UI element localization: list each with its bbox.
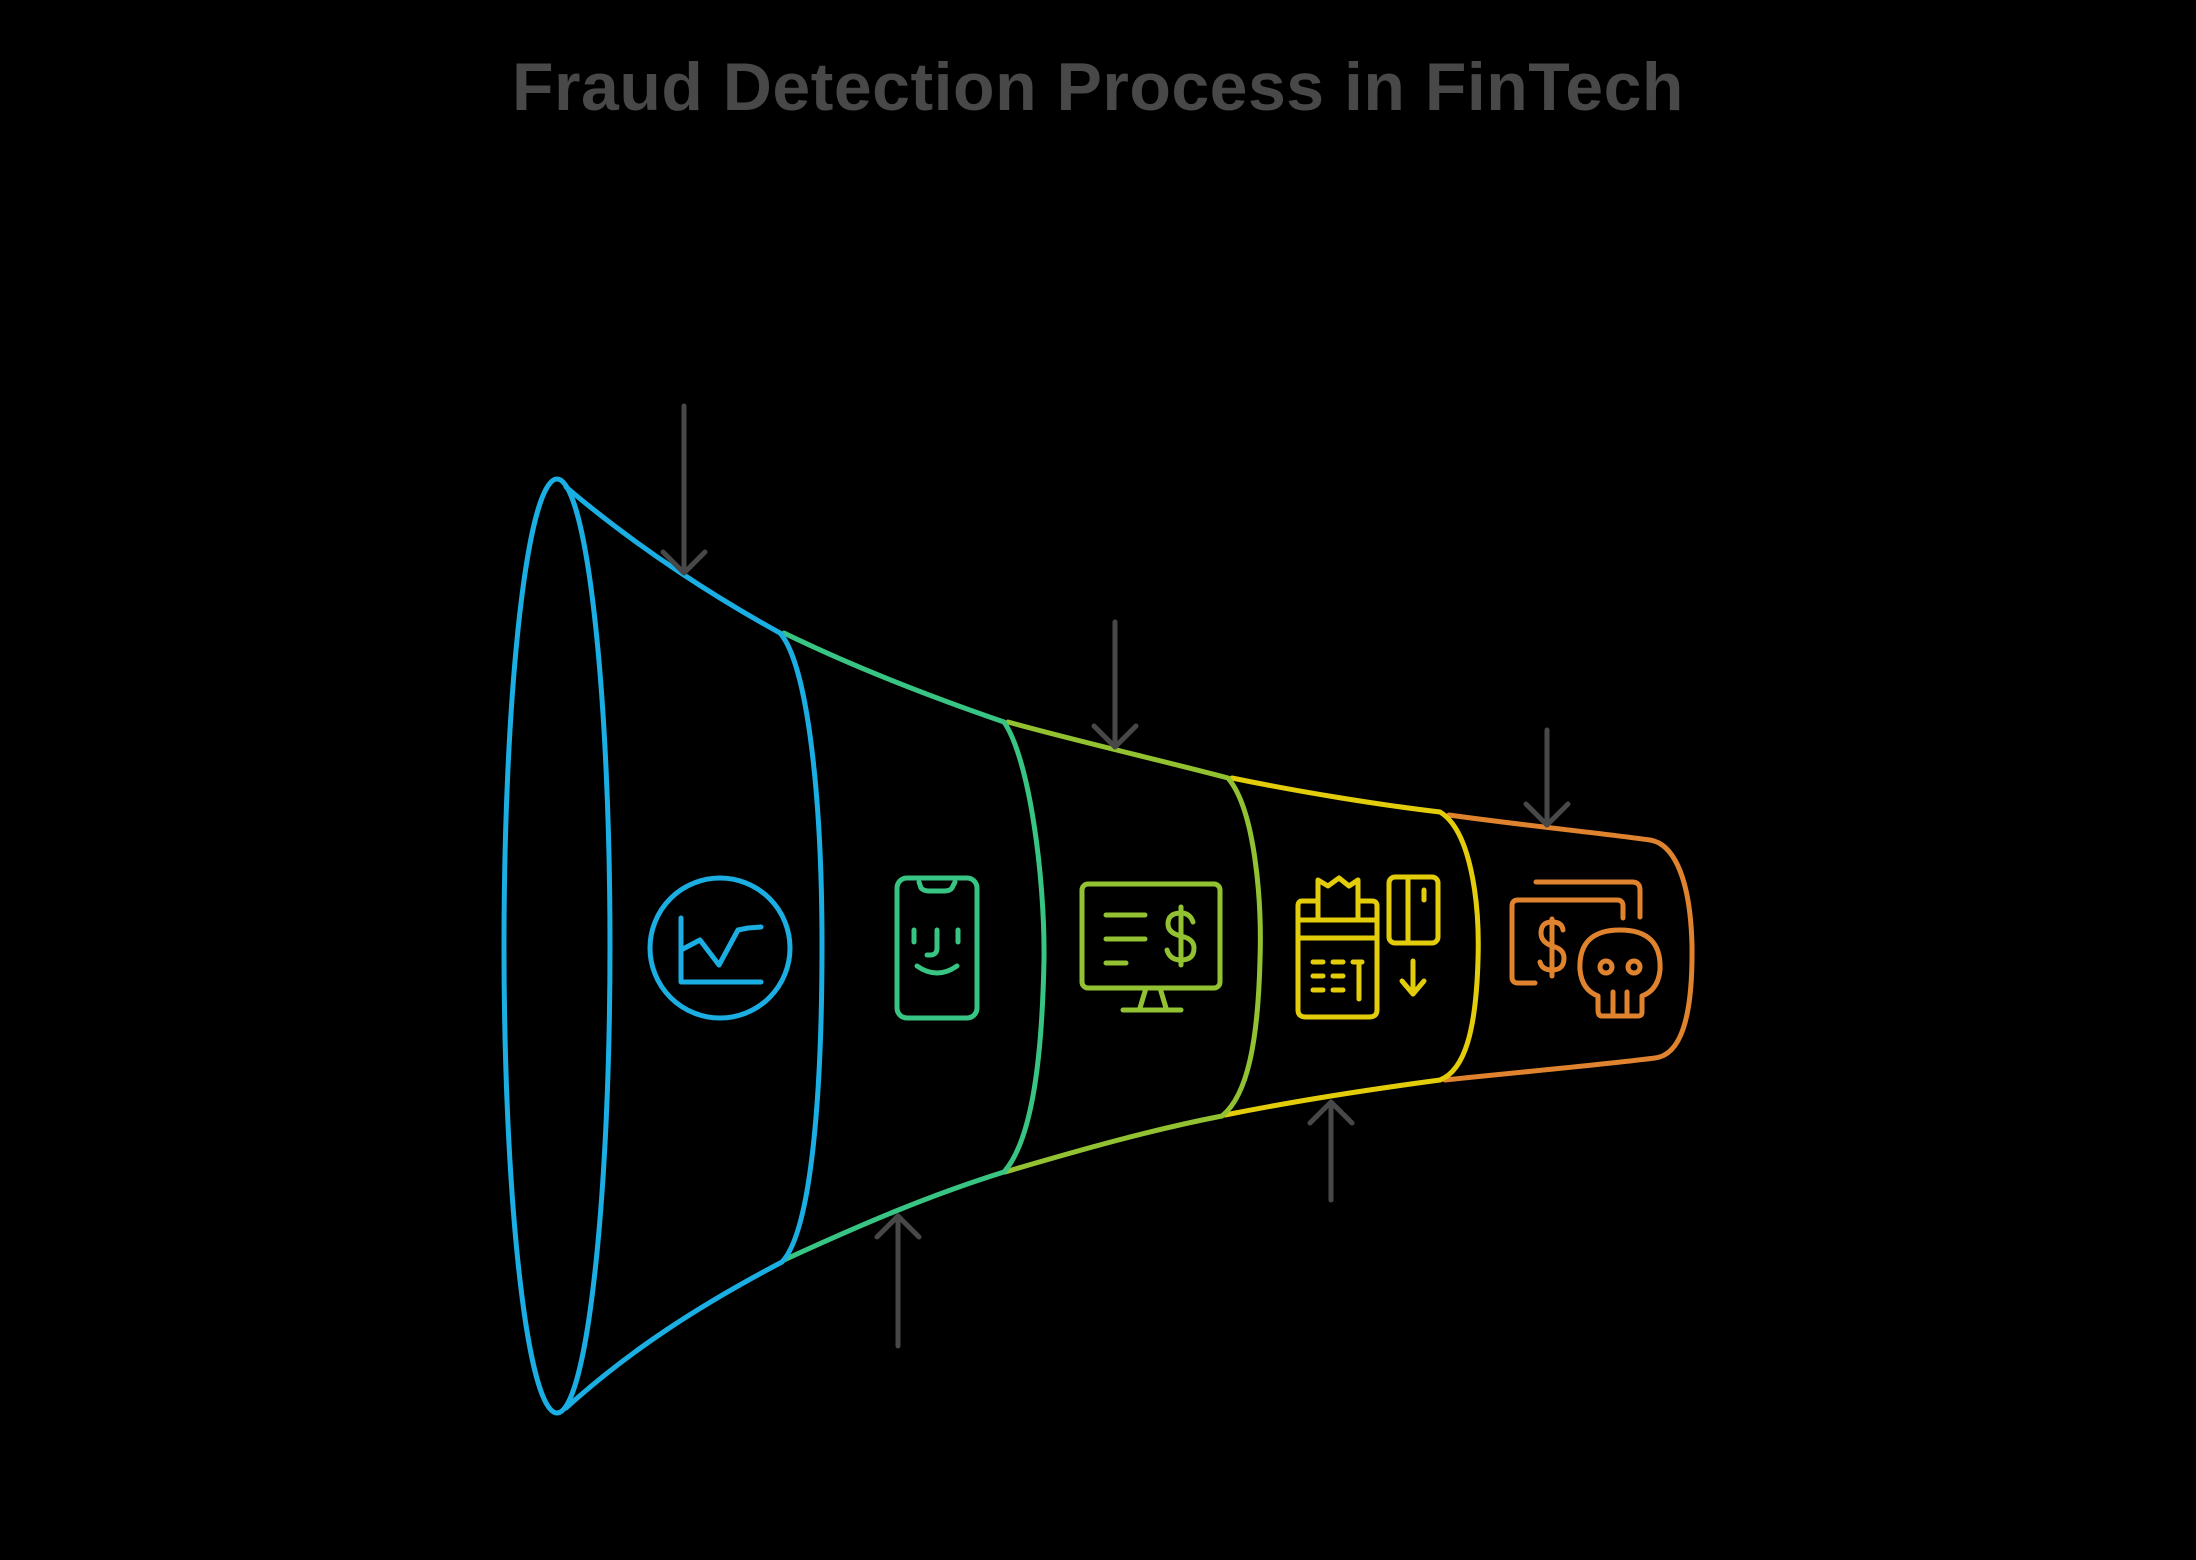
chart-analytics-icon: [647, 875, 793, 1021]
arrow-down-stage-5: [1523, 727, 1571, 828]
diagram-title: Fraud Detection Process in FinTech: [512, 49, 1684, 125]
arrow-down-stage-3: [1091, 619, 1139, 750]
funnel-stage-4: [1222, 775, 1481, 1118]
funnel-stage-5: [1442, 812, 1695, 1083]
arrow-up-stage-2: [874, 1213, 922, 1349]
money-skull-fraud-icon: [1509, 879, 1663, 1019]
funnel-mouth: [501, 476, 613, 1416]
funnel-stage-1: [501, 476, 825, 1416]
arrow-up-stage-4: [1307, 1099, 1355, 1203]
payment-terminal-card-icon: [1295, 874, 1441, 1020]
funnel-stage-3: [1002, 719, 1263, 1175]
arrow-down-stage-1: [660, 403, 708, 576]
funnel-stage-2: [781, 630, 1047, 1263]
monitor-dollar-icon: [1079, 881, 1223, 1013]
face-id-phone-icon: [894, 875, 980, 1021]
